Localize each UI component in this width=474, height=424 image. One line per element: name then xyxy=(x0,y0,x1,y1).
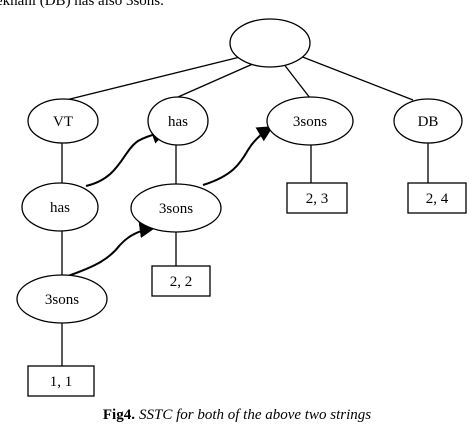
caption-text: SSTC for both of the above two strings xyxy=(139,407,371,423)
box-2-4-label: 2, 4 xyxy=(426,191,449,207)
node-3sons-low xyxy=(16,274,108,324)
box-2-2 xyxy=(151,265,211,297)
node-has-top-label: has xyxy=(168,114,188,130)
node-db xyxy=(393,98,463,144)
root-node xyxy=(229,18,311,68)
caption-label: Fig4. xyxy=(103,407,135,423)
node-vt-label: VT xyxy=(53,114,73,130)
edge-root-vt xyxy=(65,56,241,101)
top-text-fragment: ekhani (DB) has also 3sons. xyxy=(0,0,164,9)
node-has-mid xyxy=(21,182,99,232)
edge-root-db xyxy=(299,55,414,101)
node-3sons-top-label: 3sons xyxy=(293,114,327,130)
box-1-1 xyxy=(27,365,95,397)
arrow-3sons-to-3sons xyxy=(61,222,156,279)
node-db-label: DB xyxy=(418,114,439,130)
node-3sons-mid xyxy=(130,183,222,233)
edge-root-has xyxy=(177,62,256,98)
box-2-2-label: 2, 2 xyxy=(170,274,193,290)
node-3sons-low-label: 3sons xyxy=(45,292,79,308)
box-2-3 xyxy=(286,182,348,214)
tree-edges xyxy=(61,55,429,366)
edge-root-3sons xyxy=(282,62,311,99)
node-has-mid-label: has xyxy=(50,200,70,216)
box-1-1-label: 1, 1 xyxy=(50,374,73,390)
arrow-has-to-has xyxy=(85,128,168,187)
arrow-3sonsmid-to-3sonstop xyxy=(202,126,274,186)
node-3sons-top xyxy=(266,96,354,146)
node-vt xyxy=(27,98,99,144)
box-2-4 xyxy=(407,182,467,214)
node-3sons-mid-label: 3sons xyxy=(159,201,193,217)
box-2-3-label: 2, 3 xyxy=(306,191,329,207)
node-has-top xyxy=(147,96,209,146)
figure-caption: Fig4.SSTC for both of the above two stri… xyxy=(103,407,371,423)
